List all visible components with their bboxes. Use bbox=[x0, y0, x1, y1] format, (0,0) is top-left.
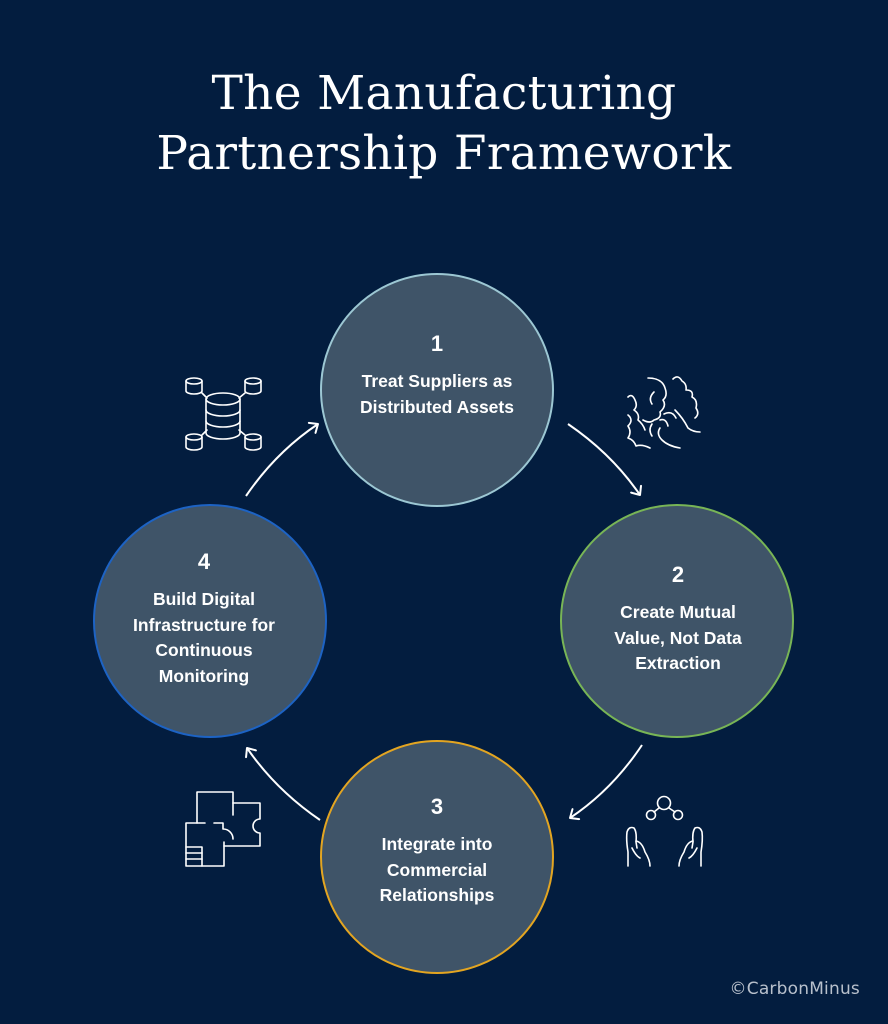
step-2-label: Create Mutual Value, Not Data Extraction bbox=[578, 600, 778, 677]
step-4-number: 4 bbox=[197, 549, 211, 574]
step-4-label: Build Digital Infrastructure for Continu… bbox=[104, 587, 304, 689]
step-4-label-line: Infrastructure for bbox=[133, 614, 275, 635]
floor-plan-icon bbox=[185, 791, 261, 867]
step-2-circle bbox=[560, 504, 794, 738]
hands-network-icon bbox=[625, 795, 704, 867]
step-3-label-line: Integrate into bbox=[381, 834, 493, 854]
arrow-4-to-1 bbox=[245, 421, 319, 497]
title-line-2: Partnership Framework bbox=[156, 126, 732, 181]
copyright-text: ©CarbonMinus bbox=[729, 979, 860, 999]
database-network-icon bbox=[185, 377, 262, 451]
step-3-label-line: Relationships bbox=[379, 885, 495, 905]
step-4-label-line: Monitoring bbox=[158, 665, 250, 686]
step-4-label-line: Build Digital bbox=[152, 589, 256, 609]
step-1-number: 1 bbox=[430, 331, 444, 356]
step-2-text: 2 Create Mutual Value, Not Data Extracti… bbox=[578, 562, 778, 677]
step-1-circle bbox=[320, 273, 554, 507]
step-3-label: Integrate into Commercial Relationships bbox=[337, 832, 537, 909]
step-1-text: 1 Treat Suppliers as Distributed Assets bbox=[337, 331, 537, 420]
step-1-label-line: Distributed Assets bbox=[360, 396, 514, 417]
step-1-label: Treat Suppliers as Distributed Assets bbox=[337, 369, 537, 420]
arrow-1-to-2 bbox=[567, 423, 643, 496]
step-3-label-line: Commercial bbox=[386, 859, 488, 880]
step-2-number: 2 bbox=[671, 562, 685, 587]
page-title: The Manufacturing Partnership Framework bbox=[0, 64, 888, 184]
step-4-text: 4 Build Digital Infrastructure for Conti… bbox=[104, 549, 304, 689]
step-3-text: 3 Integrate into Commercial Relationship… bbox=[337, 794, 537, 909]
step-4-label-line: Continuous bbox=[155, 640, 253, 660]
title-line-1: The Manufacturing bbox=[211, 66, 677, 121]
step-2-label-line: Value, Not Data bbox=[614, 627, 742, 648]
step-3-number: 3 bbox=[430, 794, 444, 819]
step-3-circle bbox=[320, 740, 554, 974]
step-4-circle bbox=[93, 504, 327, 738]
handshake-puzzle-icon bbox=[627, 376, 701, 449]
step-2-label-line: Extraction bbox=[635, 653, 721, 673]
step-1-label-line: Treat Suppliers as bbox=[361, 371, 513, 391]
step-2-label-line: Create Mutual bbox=[620, 602, 736, 622]
arrow-3-to-4 bbox=[245, 747, 321, 821]
arrow-2-to-3 bbox=[569, 744, 643, 821]
